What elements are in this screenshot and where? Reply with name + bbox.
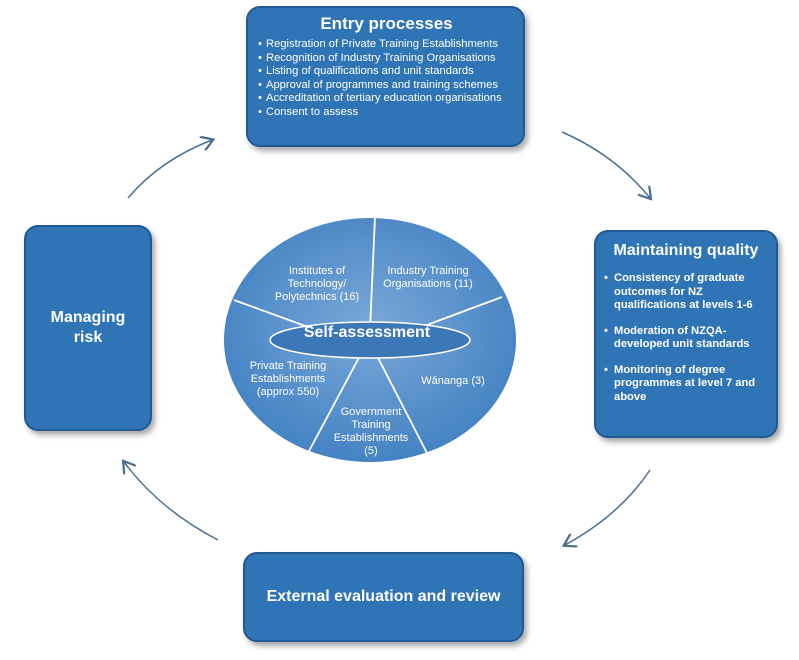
entry-processes-box: Entry processes Registration of Private …	[246, 6, 525, 147]
maintaining-quality-list: Consistency of graduate outcomes for NZ …	[604, 272, 768, 404]
external-evaluation-box: External evaluation and review	[243, 552, 524, 642]
segment-label-ito: Industry Training Organisations (11)	[383, 265, 473, 290]
maintaining-quality-box: Maintaining quality Consistency of gradu…	[594, 230, 778, 438]
list-item: Accreditation of tertiary education orga…	[258, 92, 515, 106]
entry-processes-title: Entry processes	[320, 14, 453, 33]
segment-label-wananga: Wānanga (3)	[421, 375, 485, 387]
self-assessment-label: Self-assessment	[303, 324, 431, 341]
arrow-external-to-risk	[124, 462, 219, 541]
arrow-risk-to-entry	[127, 140, 212, 199]
managing-risk-box: Managing risk	[24, 225, 152, 431]
entry-processes-list: Registration of Private Training Establi…	[258, 38, 515, 119]
list-item: Consistency of graduate outcomes for NZ …	[604, 272, 768, 313]
segment-label-gte: Government Training Establishments (5)	[333, 406, 409, 457]
list-item: Consent to assess	[258, 106, 515, 120]
list-item: Moderation of NZQA-developed unit standa…	[604, 325, 768, 352]
self-assessment-ellipse	[269, 321, 471, 359]
maintaining-quality-title: Maintaining quality	[613, 242, 759, 259]
list-item: Listing of qualifications and unit stand…	[258, 65, 515, 79]
arrow-quality-to-external	[565, 469, 651, 545]
list-item: Registration of Private Training Establi…	[258, 38, 515, 52]
segment-label-itp: Institutes of Technology/ Polytechnics (…	[274, 265, 360, 303]
list-item: Recognition of Industry Training Organis…	[258, 52, 515, 66]
segment-label-pte: Private Training Establishments (approx …	[249, 360, 327, 398]
list-item: Approval of programmes and training sche…	[258, 79, 515, 93]
list-item: Monitoring of degree programmes at level…	[604, 364, 768, 405]
arrow-entry-to-quality	[561, 131, 650, 198]
external-evaluation-title: External evaluation and review	[266, 588, 501, 605]
managing-risk-title: Managing risk	[50, 309, 126, 346]
